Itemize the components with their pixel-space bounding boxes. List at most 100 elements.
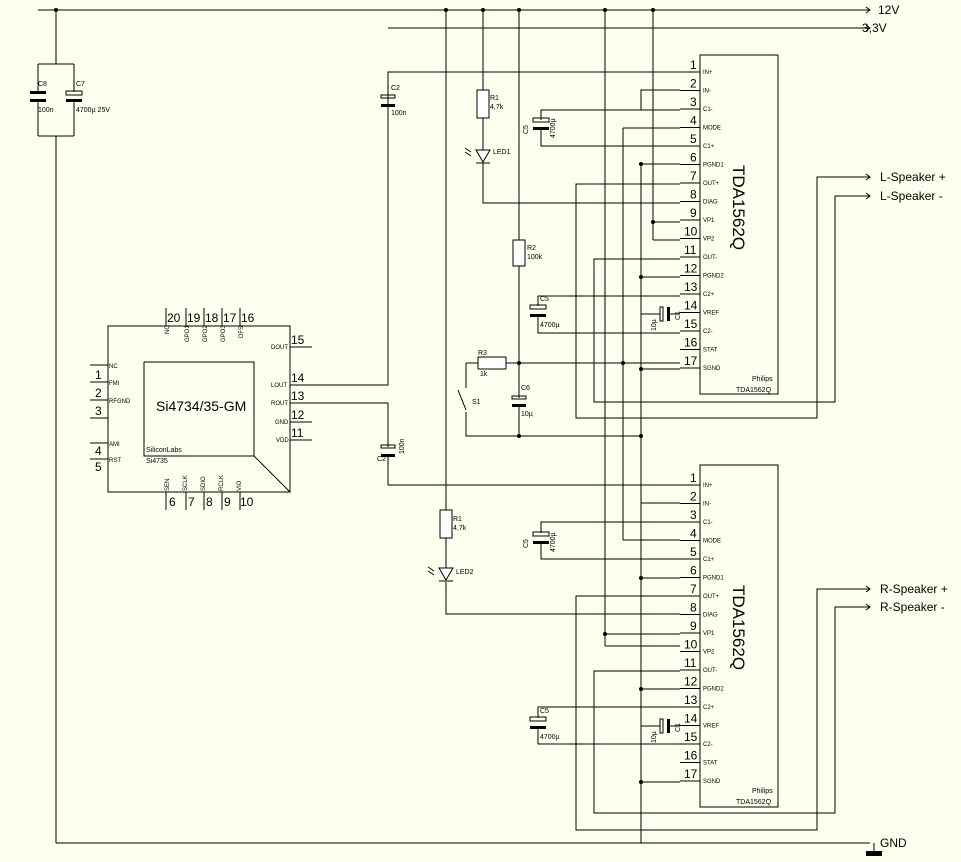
svg-text:C5: C5: [523, 125, 530, 134]
r1-top-resistor: [476, 89, 490, 119]
l-speaker-plus: L-Speaker +: [880, 170, 946, 184]
amp-pin-number: 17: [684, 767, 698, 781]
svg-text:10µ: 10µ: [651, 731, 658, 743]
svg-text:GPO2: GPO2: [203, 325, 209, 342]
c8-plate: [30, 99, 46, 102]
svg-text:RFGND: RFGND: [109, 399, 131, 405]
svg-text:ROUT: ROUT: [271, 401, 288, 407]
radio-ic: Si4734/35-GM SiliconLabs Si4735 1 2 3 4 …: [90, 308, 312, 510]
amp-pin-name: C2-: [703, 742, 713, 748]
amp-pin-number: 5: [690, 545, 697, 559]
svg-text:4700µ: 4700µ: [550, 118, 557, 138]
amp-pin-number: 9: [690, 206, 697, 220]
supply-rails: 12V 3,3V GND: [38, 3, 907, 856]
svg-text:C1: C1: [675, 311, 682, 320]
svg-text:GPO1: GPO1: [185, 325, 191, 342]
amp-pin-number: 7: [690, 582, 697, 596]
svg-text:Philips: Philips: [752, 376, 773, 383]
svg-text:4,7k: 4,7k: [490, 104, 504, 111]
svg-text:C1: C1: [675, 723, 682, 732]
amp-pin-number: 5: [690, 132, 697, 146]
c8-plate: [30, 91, 46, 94]
amp-pin-number: 10: [684, 225, 698, 239]
amp-top-name: TDA1562Q: [729, 165, 748, 250]
c7-plate: [66, 99, 82, 102]
c5a-top-plate: [533, 127, 549, 130]
svg-text:6: 6: [169, 495, 176, 509]
amp-pin-name: C1+: [703, 144, 715, 150]
amp-pin-name: DIAG: [703, 200, 718, 206]
svg-text:4700µ: 4700µ: [550, 532, 557, 552]
amp-pin-name: SGND: [703, 779, 721, 785]
svg-text:R1: R1: [490, 95, 499, 102]
amp-pin-name: OUT-: [703, 668, 717, 674]
amp-pin-number: 11: [684, 243, 697, 257]
svg-text:20: 20: [167, 311, 181, 325]
svg-text:8: 8: [206, 495, 213, 509]
amp-pin-name: C2+: [703, 292, 715, 298]
amp-pin-name: C1+: [703, 557, 715, 563]
amp-pin-number: 13: [684, 693, 698, 707]
amp-pin-name: PGND1: [703, 163, 724, 169]
svg-text:100n: 100n: [391, 110, 407, 117]
svg-text:GND: GND: [275, 420, 289, 426]
svg-text:15: 15: [291, 333, 305, 347]
amp-pin-number: 7: [690, 169, 697, 183]
svg-text:R2: R2: [527, 245, 536, 252]
svg-text:LED2: LED2: [456, 569, 474, 576]
amp-pin-name: OUT+: [703, 181, 720, 187]
c1-bot-plate: [659, 718, 664, 734]
svg-text:5: 5: [95, 460, 102, 474]
amp-pin-name: IN+: [703, 70, 713, 76]
svg-text:12: 12: [291, 408, 305, 422]
svg-text:19: 19: [187, 311, 201, 325]
c7-name: C7: [76, 81, 85, 88]
net-label-3v3: 3,3V: [862, 21, 887, 35]
amp-pin-name: VREF: [703, 724, 719, 730]
svg-text:VDD: VDD: [276, 438, 289, 444]
r2-resistor: [512, 239, 526, 267]
svg-text:C2: C2: [391, 85, 400, 92]
svg-text:4700µ: 4700µ: [540, 734, 560, 741]
amp-pin-name: STAT: [703, 348, 718, 354]
amp-pin-number: 1: [690, 58, 697, 72]
radio-ic-maker: SiliconLabs: [146, 447, 182, 454]
amp-pin-name: SGND: [703, 366, 721, 372]
c2-bot-plate: [381, 454, 395, 457]
amp-pin-number: 15: [684, 730, 698, 744]
amp-pin-name: VP2: [703, 237, 715, 243]
amp-pin-number: 4: [690, 114, 697, 128]
amp-bot-name: TDA1562Q: [729, 585, 748, 670]
led1-diode: [475, 149, 491, 163]
amp-pin-number: 1: [690, 471, 697, 485]
net-label-gnd: GND: [880, 836, 907, 850]
svg-text:VIO: VIO: [237, 480, 243, 491]
amp-pin-name: IN+: [703, 483, 713, 489]
amp-pin-number: 9: [690, 619, 697, 633]
c5b-bot-plate: [530, 726, 546, 729]
amp-pin-number: 2: [690, 77, 697, 91]
c2-top-plate: [381, 104, 395, 107]
amp-pin-number: 14: [684, 712, 698, 726]
c2-top-plate: [380, 94, 396, 99]
c1-bot-plate: [667, 719, 670, 733]
c5b-top-plate: [530, 314, 546, 317]
c1-top-plate: [667, 307, 670, 321]
svg-text:R3: R3: [478, 350, 487, 357]
svg-text:SEN: SEN: [165, 479, 171, 491]
radio-ic-name: Si4734/35-GM: [156, 398, 246, 414]
svg-text:18: 18: [205, 311, 219, 325]
amp-pin-name: PGND1: [703, 576, 724, 582]
amp-pin-number: 3: [690, 95, 697, 109]
amp-pin-number: 4: [690, 527, 697, 541]
supply-caps: C8 100n C7 4700µ 25V: [30, 10, 110, 843]
svg-text:DOUT: DOUT: [271, 345, 288, 351]
svg-text:C5: C5: [540, 296, 549, 303]
svg-text:AMI: AMI: [109, 442, 120, 448]
amp-bot-pins: 1IN+2IN-3C1-4MODE5C1+6PGND17OUT+8DIAG9VP…: [680, 471, 724, 785]
standby-network: R2 100k R3 1k C6 10µ S1: [457, 10, 641, 438]
r1-bot-resistor: [439, 509, 453, 539]
svg-text:10µ: 10µ: [521, 411, 533, 418]
svg-text:4: 4: [95, 444, 102, 458]
